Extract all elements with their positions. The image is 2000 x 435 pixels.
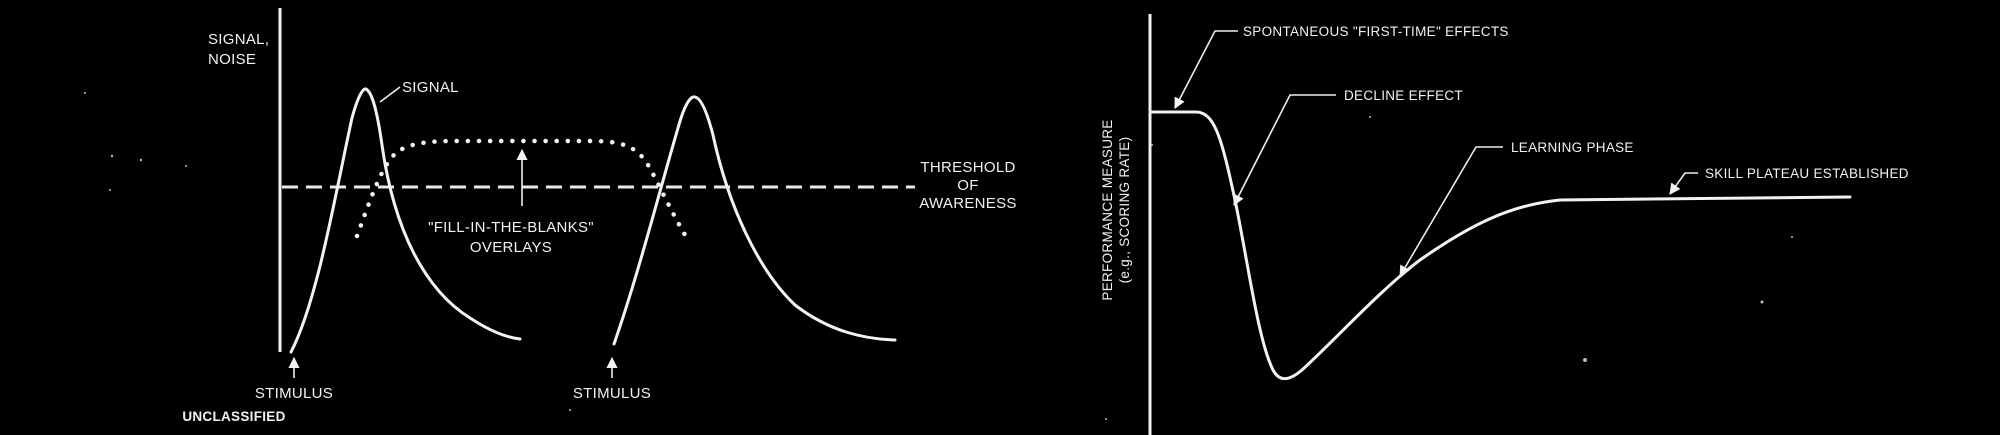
- stimulus-1-label: STIMULUS: [255, 385, 333, 402]
- signal-curve-1: [289, 87, 522, 354]
- spontaneous-pointer: [1174, 30, 1238, 109]
- signal-noise-diagram: SIGNAL, NOISE THRESHOLD OF AWARENESS "FI…: [182, 8, 1016, 424]
- overlay-label-line1: "FILL-IN-THE-BLANKS": [428, 219, 594, 236]
- performance-curve: [1148, 110, 1852, 381]
- plateau-label: SKILL PLATEAU ESTABLISHED: [1705, 166, 1909, 181]
- learning-label: LEARNING PHASE: [1511, 140, 1634, 155]
- threshold-label-line1: THRESHOLD: [920, 159, 1015, 176]
- left-y-axis-label-line1: SIGNAL,: [208, 31, 269, 48]
- learning-pointer: [1399, 146, 1503, 277]
- stimulus-2-label: STIMULUS: [573, 385, 651, 402]
- decline-label: DECLINE EFFECT: [1344, 88, 1463, 103]
- right-y-axis-label: PERFORMANCE MEASURE (e.g., SCORING RATE): [1100, 119, 1132, 300]
- threshold-label-line3: AWARENESS: [919, 195, 1016, 212]
- stimulus-1-sublabel: UNCLASSIFIED: [182, 409, 285, 424]
- overlay-label-line2: OVERLAYS: [470, 239, 552, 256]
- left-y-axis-label-line2: NOISE: [208, 51, 256, 68]
- plateau-pointer: [1669, 172, 1698, 195]
- signal-pointer: [379, 86, 401, 103]
- performance-learning-diagram: PERFORMANCE MEASURE (e.g., SCORING RATE)…: [1100, 14, 1909, 435]
- threshold-label-line2: OF: [957, 177, 978, 194]
- decline-pointer: [1233, 94, 1336, 206]
- spontaneous-label: SPONTANEOUS "FIRST-TIME" EFFECTS: [1243, 24, 1509, 39]
- signal-curve-2: [612, 95, 897, 346]
- right-y-axis-label-line1: PERFORMANCE MEASURE: [1100, 119, 1115, 300]
- signal-label: SIGNAL: [402, 79, 459, 96]
- scan-specks: [84, 92, 1793, 420]
- right-y-axis-label-line2: (e.g., SCORING RATE): [1117, 137, 1132, 284]
- fill-in-blanks-overlay-curve: [354, 138, 691, 243]
